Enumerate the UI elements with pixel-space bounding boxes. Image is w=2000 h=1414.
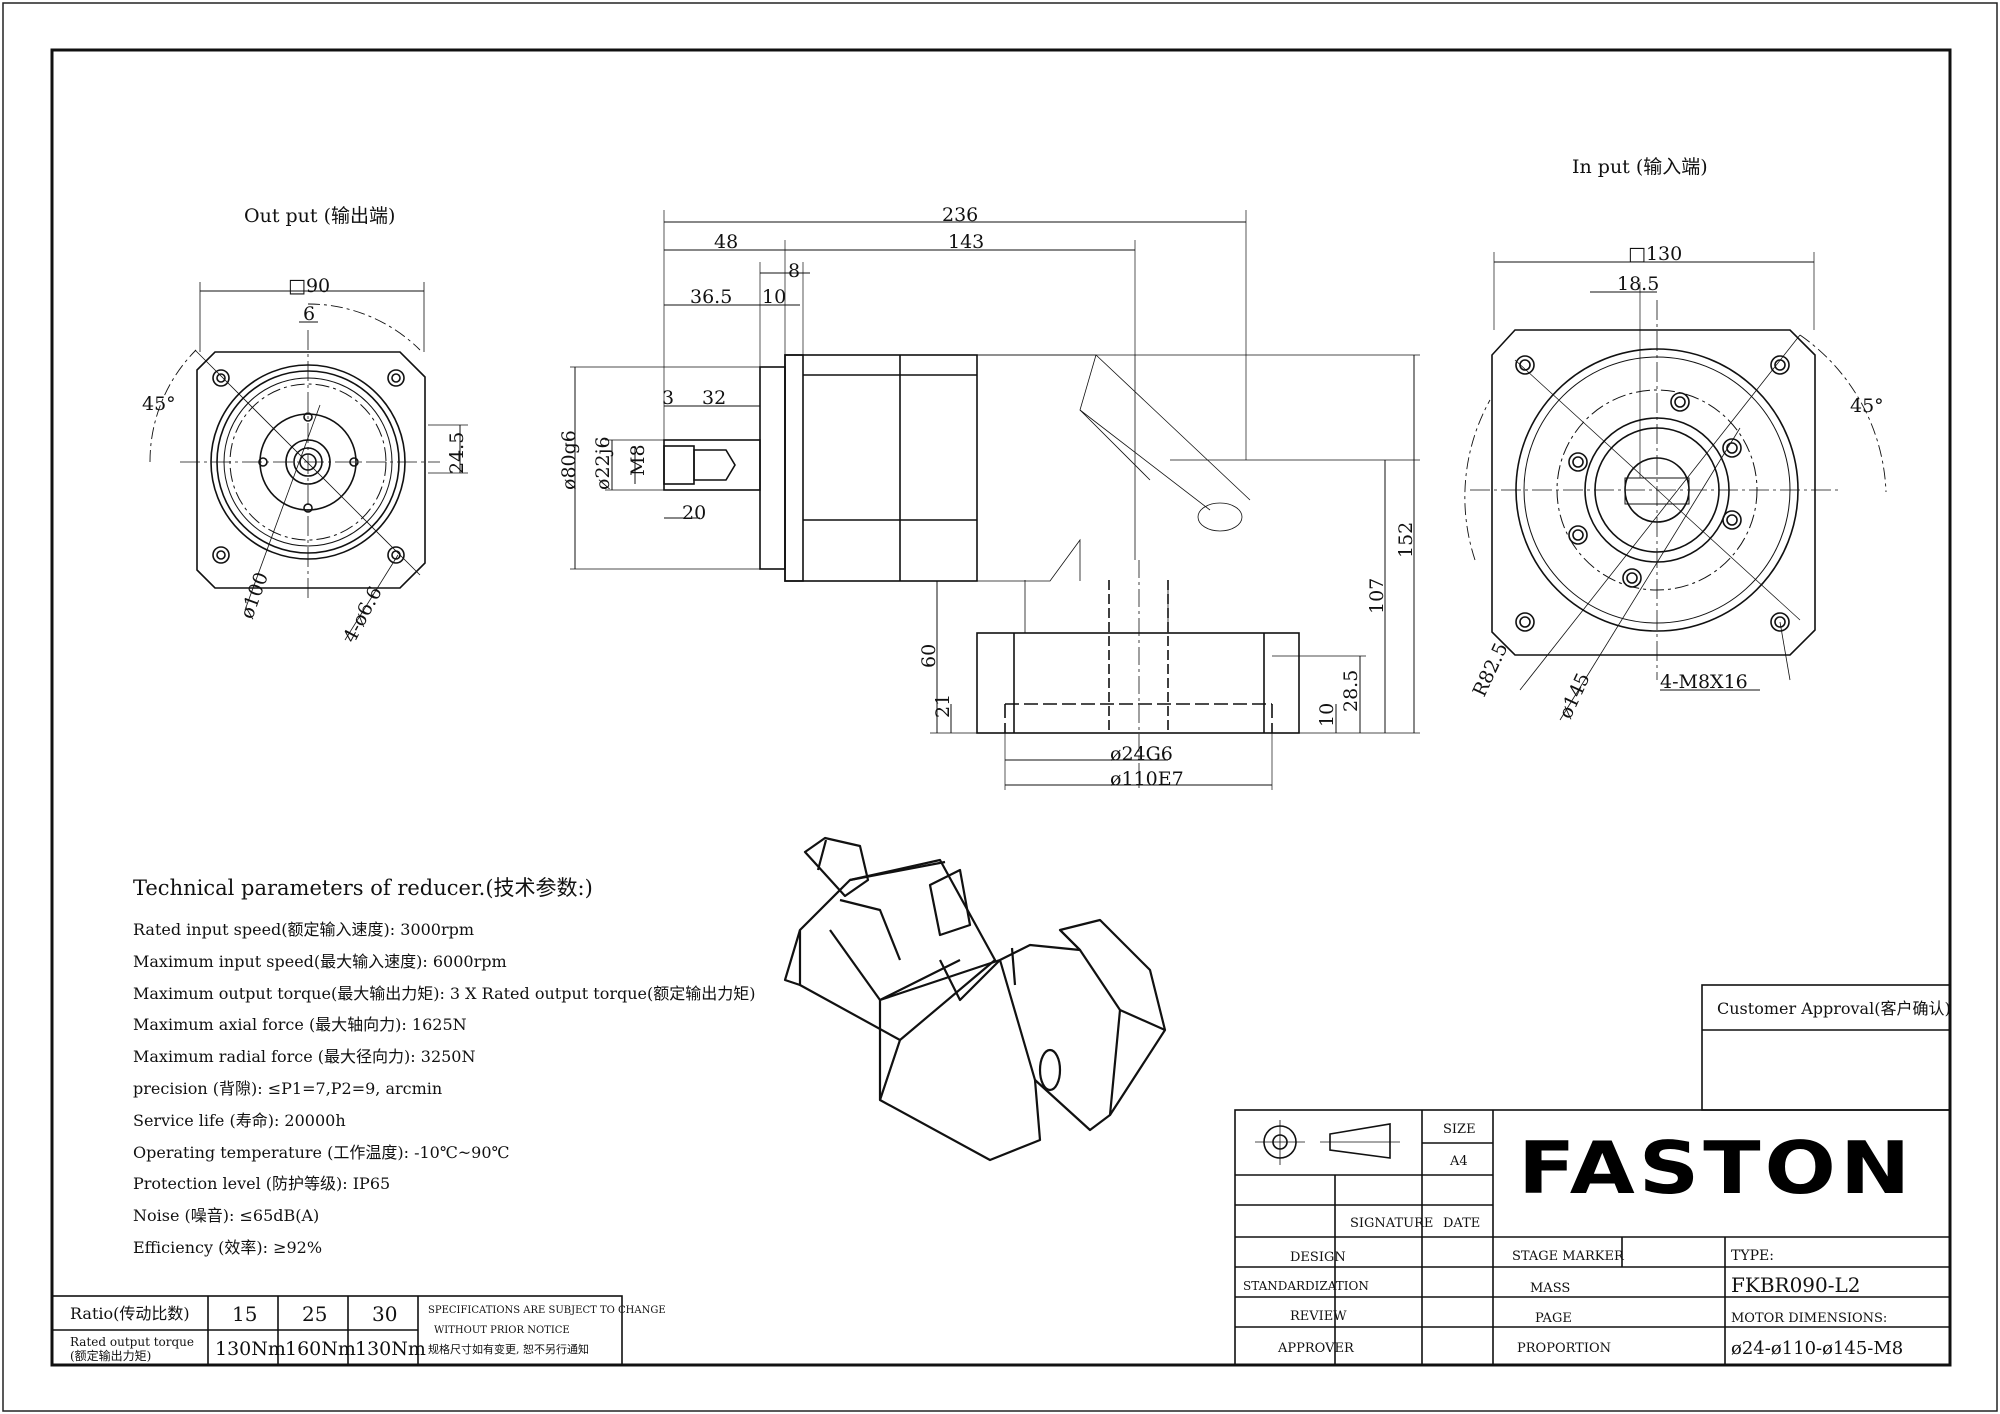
motor-dimensions-value: ø24-ø110-ø145-M8	[1731, 1338, 1903, 1359]
type-label: TYPE:	[1731, 1248, 1774, 1264]
title-block-lines	[1234, 984, 1951, 1366]
dim-in-18-5: 18.5	[1617, 273, 1659, 295]
tech-line: Maximum radial force (最大径向力): 3250N	[133, 1047, 476, 1067]
dim-60: 60	[918, 644, 940, 668]
mass-label: MASS	[1530, 1281, 1570, 1296]
tech-line: Efficiency (效率): ≥92%	[133, 1237, 323, 1257]
dim-in-square: □130	[1628, 243, 1682, 265]
tech-line: Maximum input speed(最大输入速度): 6000rpm	[133, 951, 507, 971]
faston-logo: FASTON	[1518, 1125, 1915, 1211]
motor-dimensions-label: MOTOR DIMENSIONS:	[1731, 1311, 1887, 1326]
tech-title: Technical parameters of reducer.(技术参数:)	[133, 876, 593, 900]
tech-line: precision (背隙): ≤P1=7,P2=9, arcmin	[133, 1078, 443, 1098]
isometric-view	[783, 836, 1167, 1162]
size-value: A4	[1449, 1154, 1468, 1169]
dim-in-angle: 45°	[1850, 395, 1884, 417]
dim-out-24-5: 24.5	[446, 432, 468, 474]
standardization-label: STANDARDIZATION	[1243, 1279, 1369, 1293]
dim-out-square: □90	[288, 275, 330, 297]
review-label: REVIEW	[1290, 1309, 1347, 1324]
ratio-25: 25	[302, 1302, 327, 1326]
dim-80g6: ø80g6	[558, 430, 580, 490]
dim-21: 21	[932, 694, 954, 718]
date-header: DATE	[1443, 1216, 1480, 1231]
tech-line: Service life (寿命): 20000h	[133, 1110, 346, 1130]
approver-label: APPROVER	[1277, 1341, 1355, 1356]
tech-line: Rated input speed(额定输入速度): 3000rpm	[133, 920, 475, 939]
output-view-label: Out put (输出端)	[244, 205, 395, 227]
dim-36-5: 36.5	[690, 286, 732, 308]
tech-line: Maximum output torque(最大输出力矩): 3 X Rated…	[133, 983, 756, 1003]
dim-28-5: 28.5	[1340, 670, 1362, 712]
torque-label-1: Rated output torque	[70, 1335, 194, 1349]
dim-in-holes: 4-M8X16	[1660, 671, 1748, 693]
technical-parameters: Technical parameters of reducer.(技术参数:) …	[133, 872, 773, 1264]
ratio-30: 30	[372, 1302, 397, 1326]
torque-15: 130Nm	[215, 1338, 286, 1360]
dim-8: 8	[788, 260, 800, 282]
spec-note-3: 规格尺寸如有变更, 恕不另行通知	[428, 1342, 589, 1356]
spec-note-1: SPECIFICATIONS ARE SUBJECT TO CHANGE	[428, 1305, 666, 1316]
dim-out-holes: 4-ø6.6	[339, 583, 387, 646]
dim-107: 107	[1366, 578, 1388, 614]
stage-marker-label: STAGE MARKER	[1512, 1249, 1625, 1264]
ratio-table	[51, 1295, 623, 1366]
ratio-label: Ratio(传动比数)	[70, 1304, 190, 1323]
tech-line: Protection level (防护等级): IP65	[133, 1174, 391, 1194]
torque-30: 130Nm	[355, 1338, 426, 1360]
customer-approval: Customer Approval(客户确认)	[1717, 999, 1951, 1018]
dim-22j6: ø22j6	[592, 436, 614, 490]
projection-symbol	[1255, 1120, 1400, 1165]
dim-10b: 10	[1316, 703, 1338, 727]
dim-10: 10	[762, 286, 786, 308]
torque-25: 160Nm	[285, 1338, 356, 1360]
ratio-15: 15	[232, 1302, 257, 1326]
dim-in-r: R82.5	[1469, 639, 1513, 700]
dim-m8: M8	[627, 444, 649, 476]
type-value: FKBR090-L2	[1731, 1273, 1861, 1297]
dim-24g6: ø24G6	[1110, 743, 1173, 765]
size-label: SIZE	[1443, 1122, 1476, 1137]
dim-110e7: ø110E7	[1110, 768, 1184, 790]
side-view	[570, 210, 1420, 790]
dim-out-key: 6	[303, 303, 315, 325]
dim-3: 3	[662, 387, 674, 409]
proportion-label: PROPORTION	[1517, 1341, 1611, 1356]
dim-152: 152	[1395, 522, 1417, 558]
dim-out-angle: 45°	[142, 393, 176, 415]
signature-header: SIGNATURE	[1350, 1216, 1433, 1231]
dim-20: 20	[682, 502, 706, 524]
input-view	[1464, 252, 1887, 721]
design-label: DESIGN	[1290, 1250, 1346, 1265]
input-view-label: In put (输入端)	[1572, 156, 1708, 178]
page-label: PAGE	[1535, 1311, 1572, 1326]
tech-line: Noise (噪音): ≤65dB(A)	[133, 1206, 320, 1226]
dim-48: 48	[714, 231, 738, 253]
torque-label-2: (额定输出力矩)	[70, 1348, 151, 1363]
dim-in-pcd: ø145	[1555, 670, 1595, 723]
dim-143: 143	[948, 231, 984, 253]
tech-line: Maximum axial force (最大轴向力): 1625N	[133, 1015, 467, 1035]
inner-frame	[50, 48, 1952, 1367]
dim-total-length: 236	[942, 204, 978, 226]
output-view	[149, 282, 468, 641]
dim-out-pcd: ø100	[236, 569, 273, 621]
tech-line: Operating temperature (工作温度): -10℃~90℃	[133, 1142, 510, 1162]
dim-32: 32	[702, 387, 726, 409]
spec-note-2: WITHOUT PRIOR NOTICE	[434, 1325, 570, 1336]
